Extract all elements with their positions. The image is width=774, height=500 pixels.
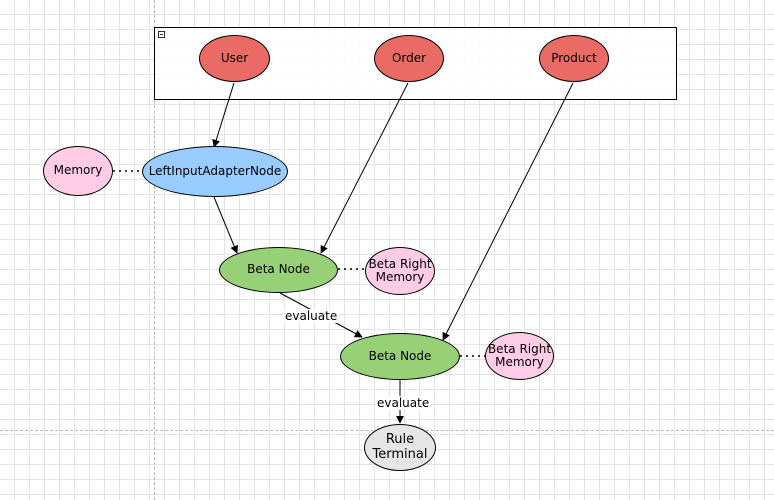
node-beta-right-memory-2[interactable]: Beta Right Memory xyxy=(485,332,554,380)
edge-user-to-adapter[interactable] xyxy=(212,82,235,148)
node-user[interactable]: User xyxy=(199,35,270,82)
node-rule-terminal[interactable]: Rule Terminal xyxy=(364,424,436,471)
node-beta-2[interactable]: Beta Node xyxy=(340,333,460,380)
edge-label-evaluate-1: evaluate xyxy=(283,309,340,323)
edge-label-evaluate-2: evaluate xyxy=(375,396,432,410)
node-order[interactable]: Order xyxy=(374,35,444,82)
node-memory[interactable]: Memory xyxy=(43,146,113,196)
edge-product-to-beta2[interactable] xyxy=(442,82,574,341)
node-product[interactable]: Product xyxy=(539,35,609,82)
edge-adapter-to-beta1[interactable] xyxy=(213,196,238,254)
node-beta-1[interactable]: Beta Node xyxy=(219,247,338,293)
collapse-icon[interactable] xyxy=(158,31,165,38)
node-beta-right-memory-1[interactable]: Beta Right Memory xyxy=(365,247,435,295)
page-break-vertical xyxy=(154,0,155,500)
edge-order-to-beta1[interactable] xyxy=(320,82,409,254)
node-left-input-adapter[interactable]: LeftInputAdapterNode xyxy=(142,146,288,197)
